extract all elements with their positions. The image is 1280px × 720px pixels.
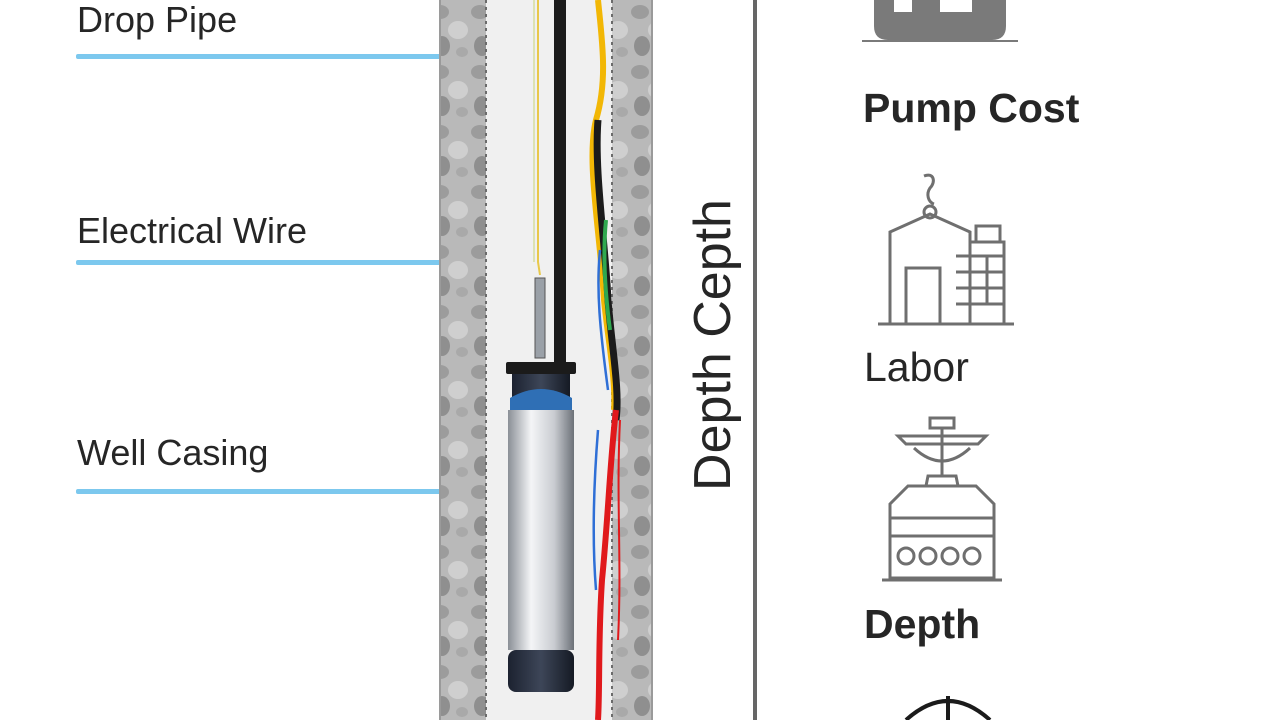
well-casing-leader xyxy=(76,489,490,494)
gauge-icon xyxy=(904,696,992,720)
pump-cost-label: Pump Cost xyxy=(863,85,1080,131)
casing-wall-left xyxy=(440,0,486,720)
well-casing-label: Well Casing xyxy=(77,432,269,473)
drop-pipe-leader xyxy=(76,54,492,59)
pump-blue-band xyxy=(510,389,572,412)
depth-vertical-text: Depth Cepth xyxy=(684,199,742,491)
electrical-wire-label: Electrical Wire xyxy=(77,210,308,251)
yellow-sense-line xyxy=(537,0,541,276)
electrical-wire-leader xyxy=(76,260,530,265)
wire-green xyxy=(602,219,612,331)
wire-red xyxy=(595,409,619,720)
pump-body xyxy=(508,410,574,650)
discharge-stub xyxy=(534,277,546,359)
depth-label: Depth xyxy=(864,601,981,647)
drop-pipe xyxy=(554,0,566,372)
labor-label: Labor xyxy=(864,344,969,390)
depth-rig-icon xyxy=(882,416,1002,582)
labor-building-icon xyxy=(878,173,1014,326)
drop-pipe-label: Drop Pipe xyxy=(77,0,238,40)
pump-cost-icon xyxy=(862,0,1018,42)
pump-motor-base xyxy=(508,650,574,692)
pump-top-flange xyxy=(506,362,576,374)
panel-divider xyxy=(753,0,757,720)
well-cross-section xyxy=(439,0,653,720)
